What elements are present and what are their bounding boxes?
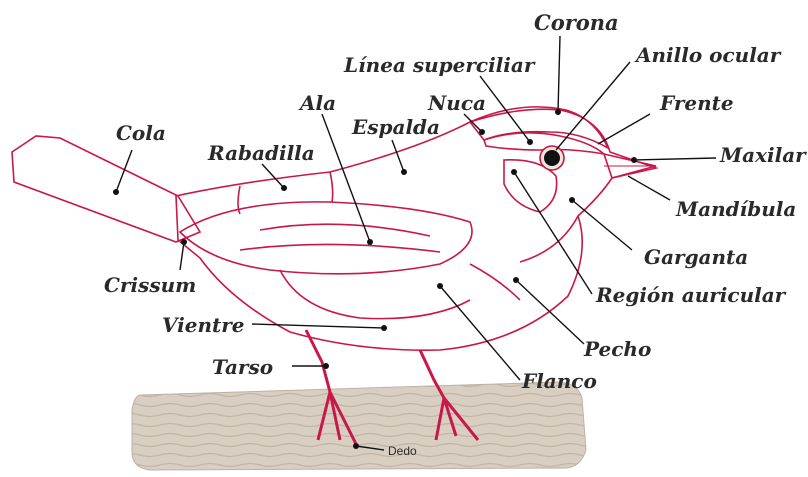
label-cola: Cola (116, 121, 166, 145)
label-anillo-ocular: Anillo ocular (634, 43, 782, 67)
label-ala: Ala (298, 91, 336, 115)
label-nuca: Nuca (427, 91, 486, 115)
label-crissum: Crissum (104, 273, 196, 297)
branch (132, 382, 586, 470)
label-vientre: Vientre (162, 313, 245, 337)
label-rabadilla: Rabadilla (207, 141, 315, 165)
label-pecho: Pecho (583, 337, 651, 361)
label-frente: Frente (659, 91, 734, 115)
label-corona: Corona (534, 10, 619, 35)
label-espalda: Espalda (351, 115, 440, 139)
label-linea-superciliar: Línea superciliar (343, 53, 536, 77)
label-mandibula: Mandíbula (675, 197, 796, 221)
label-flanco: Flanco (521, 369, 597, 393)
wing (180, 202, 472, 274)
label-region-auricular: Región auricular (595, 283, 787, 307)
label-maxilar: Maxilar (719, 143, 807, 167)
eye (544, 150, 560, 166)
label-dedo: Dedo (388, 444, 417, 458)
label-tarso: Tarso (212, 355, 273, 379)
tail (12, 136, 200, 242)
label-garganta: Garganta (644, 245, 748, 269)
